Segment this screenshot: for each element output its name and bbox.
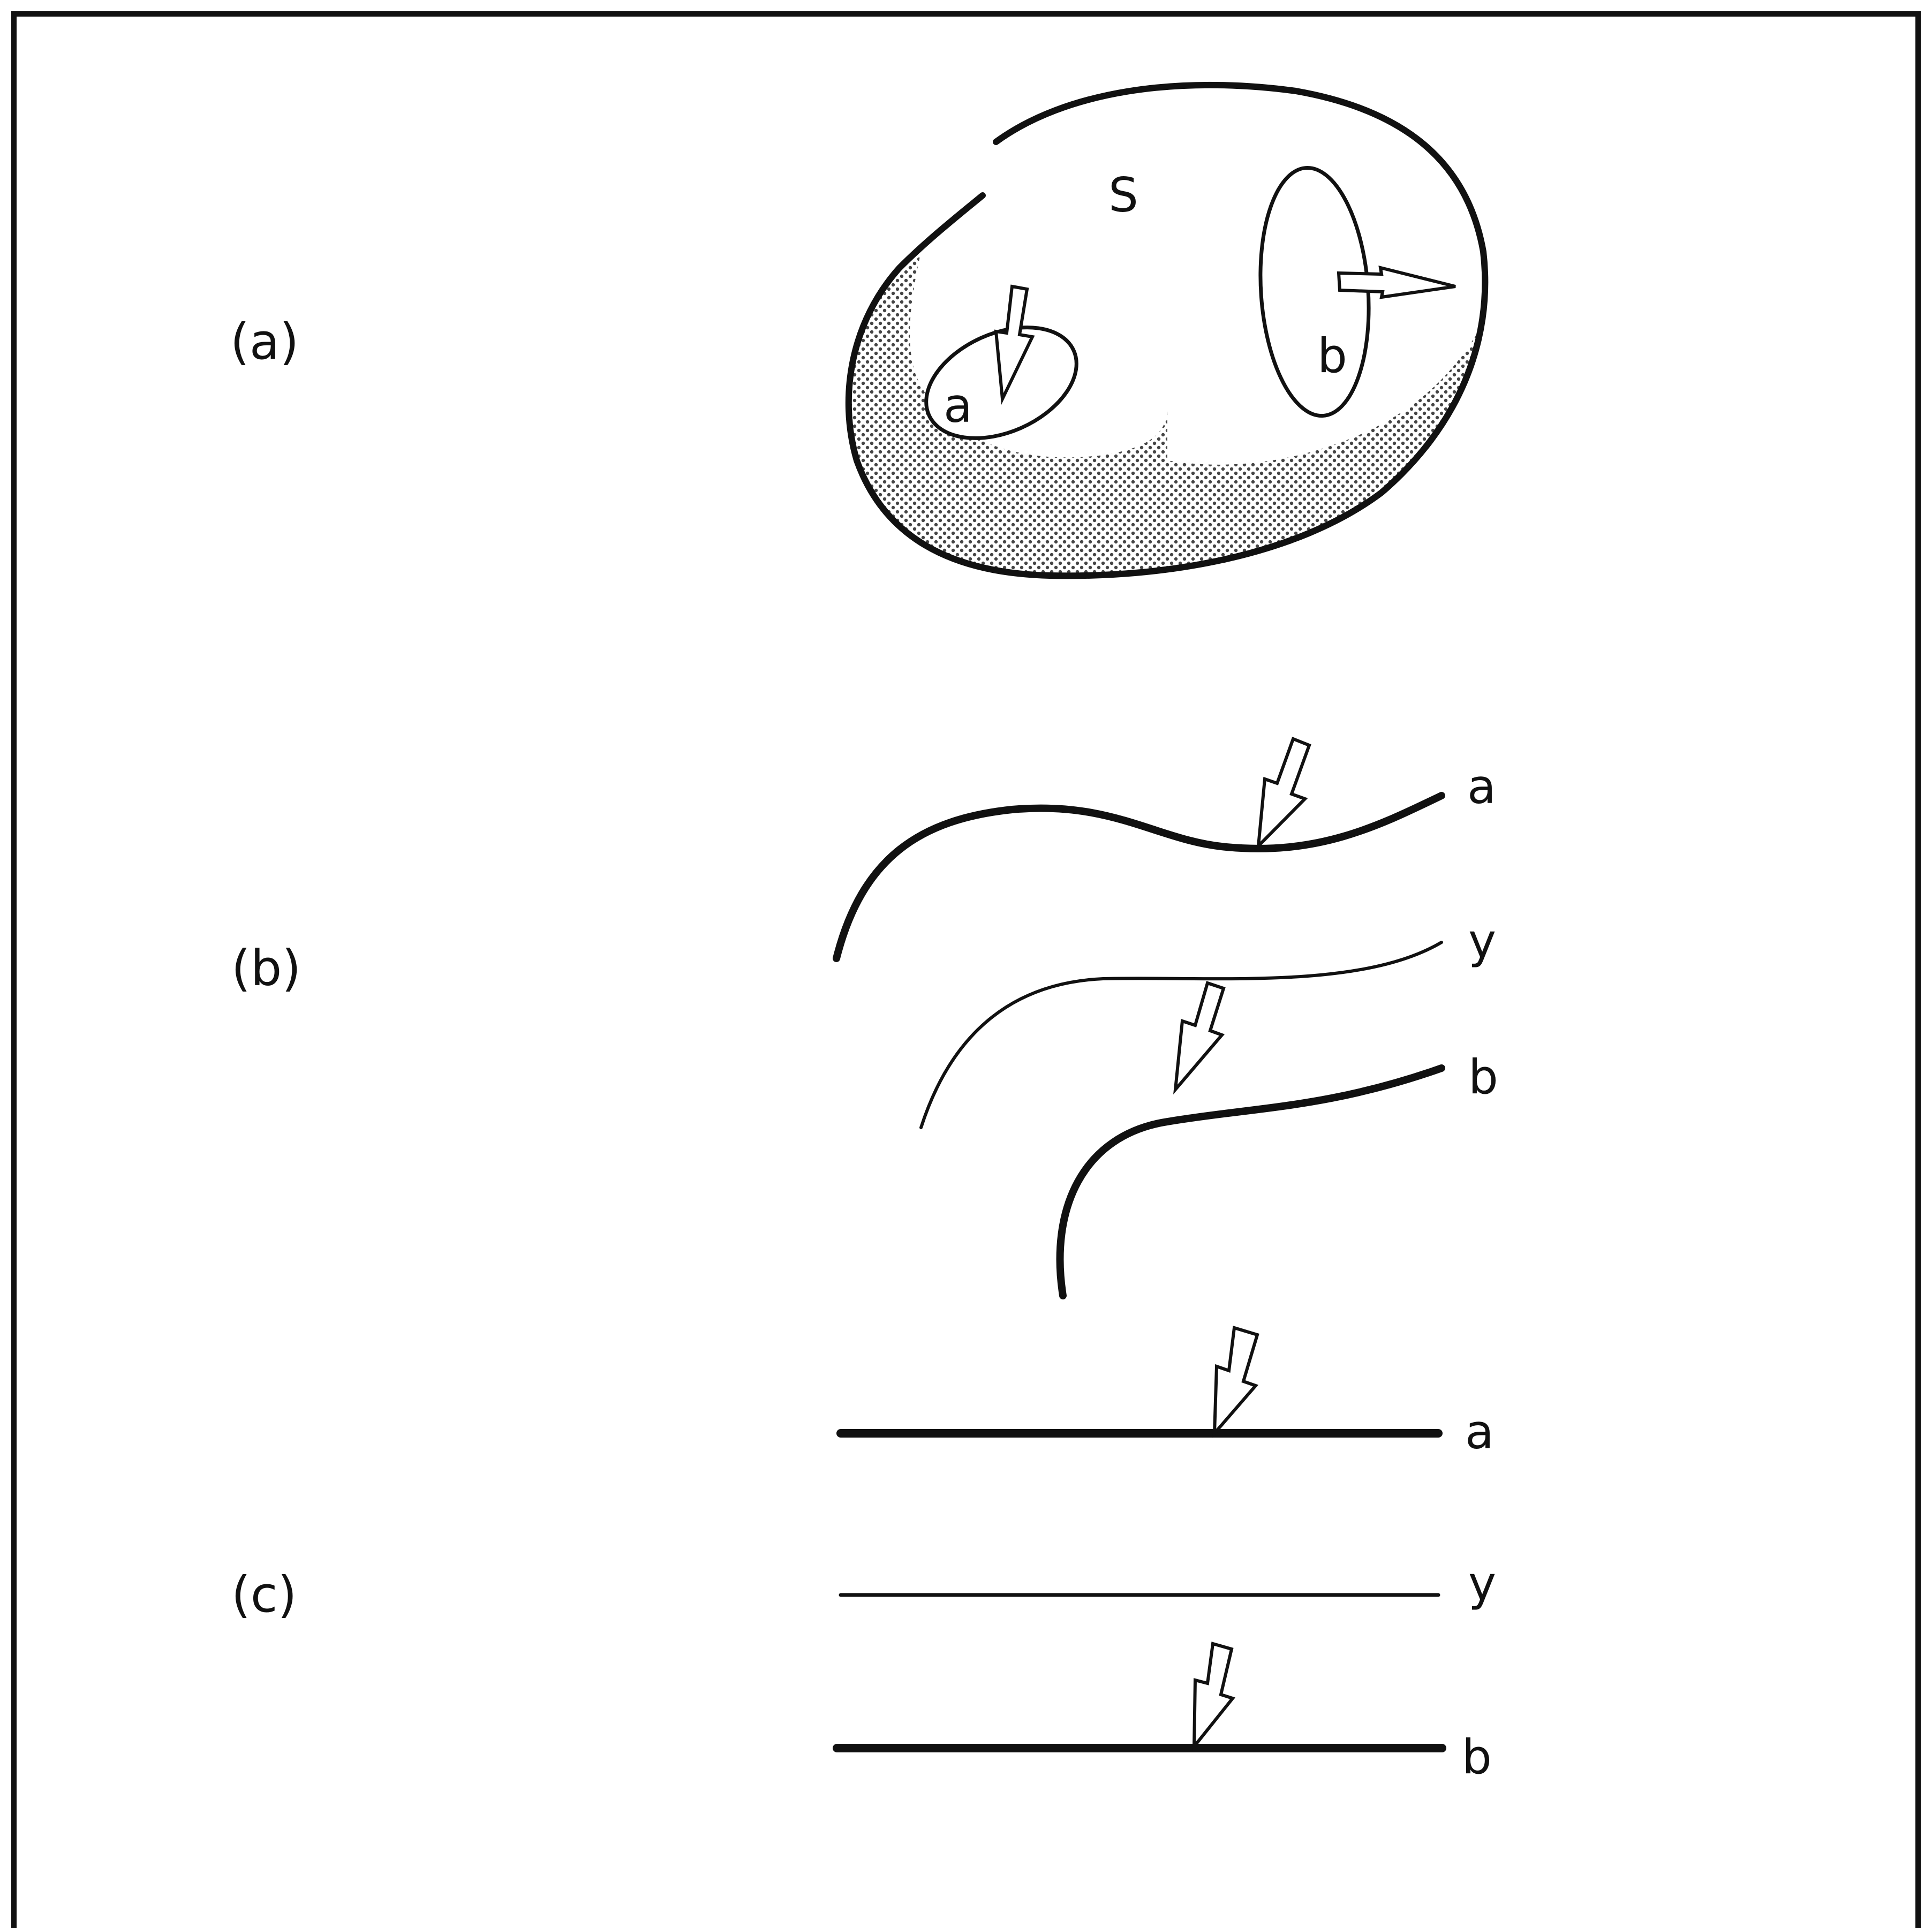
arrow-icon [1214, 1328, 1257, 1433]
panel-c-label: (c) [231, 1566, 297, 1623]
curve-b [1060, 1068, 1442, 1296]
panel-a: (a) S a b [230, 85, 1510, 600]
line-y-label: y [1468, 1556, 1496, 1611]
line-a-label: a [1465, 1404, 1494, 1460]
line-b-label: b [1462, 1729, 1492, 1785]
panel-a-label: (a) [230, 313, 299, 371]
curve-y-label: y [1468, 913, 1496, 969]
curve-a-label: a [1467, 759, 1496, 814]
curve-a [836, 796, 1442, 958]
region-s-label: S [1108, 168, 1138, 223]
sub-area-a-label: a [944, 378, 972, 433]
arrow-icon [1175, 983, 1224, 1090]
arrow-icon [1258, 739, 1309, 846]
panel-b-label: (b) [231, 940, 301, 997]
panel-c: (c) a y b [231, 1328, 1496, 1785]
sub-area-b-label: b [1317, 328, 1347, 383]
curve-b-label: b [1468, 1049, 1498, 1105]
panel-b: (b) a y b [231, 739, 1498, 1296]
arrow-icon [1194, 1644, 1233, 1746]
